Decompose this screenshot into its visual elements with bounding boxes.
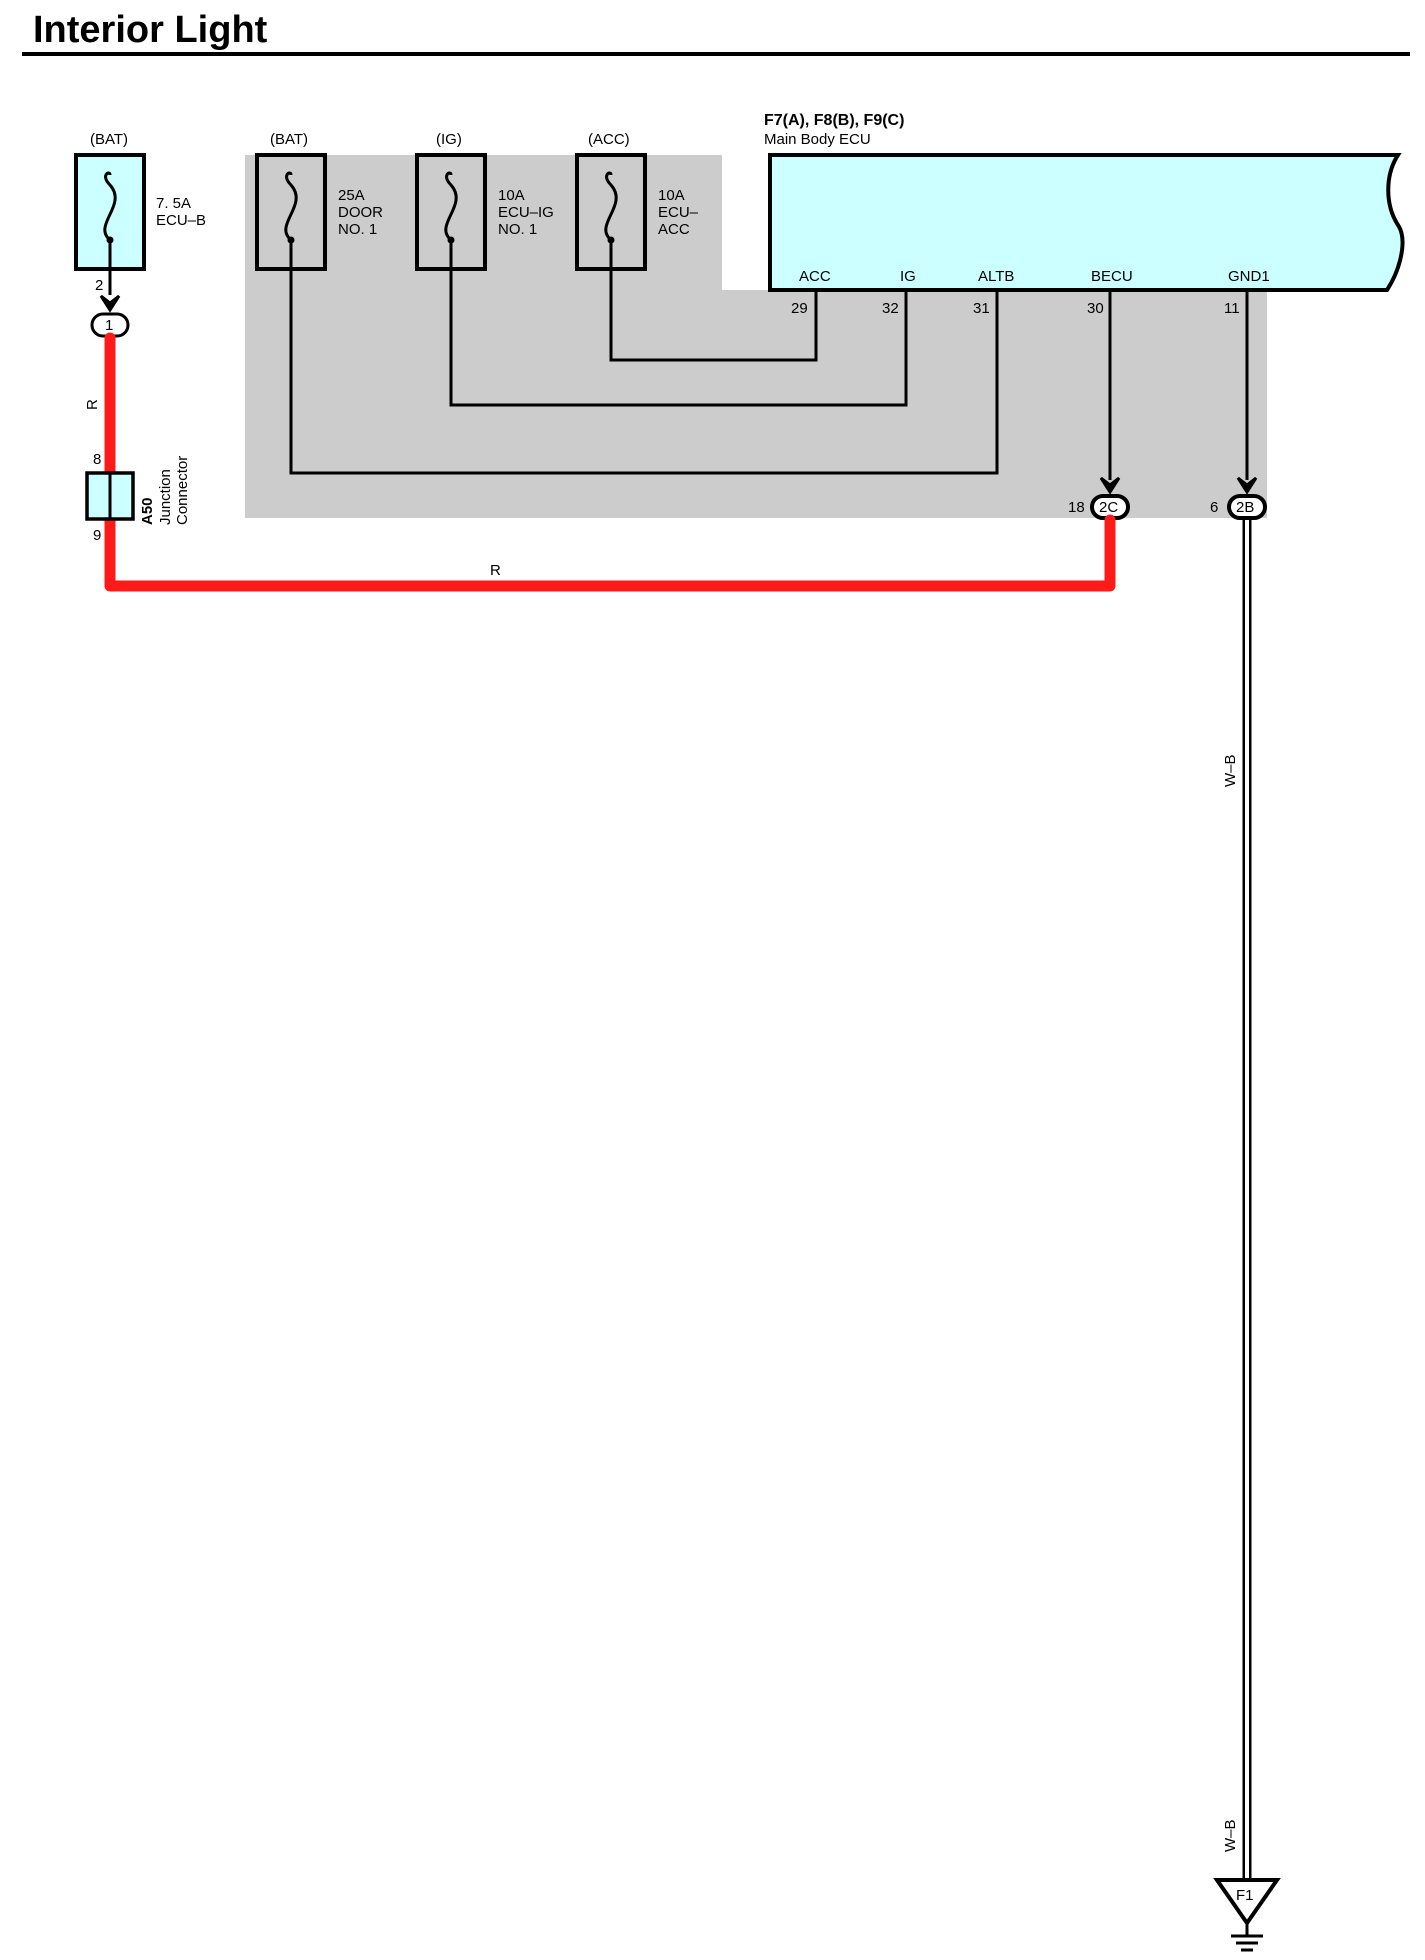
ecu-terminal-becu: BECU — [1091, 268, 1133, 285]
fuse-name: ECU–IG — [498, 204, 554, 221]
jc-pin-in: 8 — [93, 451, 101, 468]
fuse-name-2: NO. 1 — [498, 221, 537, 238]
fuse-element — [604, 171, 618, 242]
fuse-source-label: (ACC) — [588, 131, 630, 148]
connector-2c-pin: 18 — [1068, 499, 1085, 516]
ground-label: F1 — [1236, 1887, 1254, 1904]
fuse-source-label: (IG) — [436, 131, 462, 148]
ecu-terminal-altb: ALTB — [978, 268, 1014, 285]
connector-arrow — [99, 294, 121, 313]
fuse-source-label: (BAT) — [90, 131, 128, 148]
ecu-terminal-ig: IG — [900, 268, 916, 285]
ecu-terminal-gnd1: GND1 — [1228, 268, 1270, 285]
wire-color-label: R — [490, 562, 501, 579]
red-wire — [104, 332, 1116, 592]
wire-altb — [289, 240, 999, 475]
connector-2b-pin: 6 — [1210, 499, 1218, 516]
connector-2b — [1227, 494, 1267, 520]
ecu-pin: 29 — [791, 300, 808, 317]
fuse-pin: 2 — [95, 277, 103, 294]
wire-acc — [609, 240, 818, 362]
jc-pin-out: 9 — [93, 527, 101, 544]
fuse-rating: 25A — [338, 187, 365, 204]
shaded-junction-block — [245, 155, 1267, 518]
fuse-rating: 10A — [498, 187, 525, 204]
fuse-element — [284, 171, 298, 242]
fuse-name: ECU– — [658, 204, 699, 221]
connector-2b-label: 2B — [1236, 499, 1254, 516]
ecu-terminal-acc: ACC — [799, 268, 831, 285]
connector-2c-label: 2C — [1099, 499, 1118, 516]
fuse-name: DOOR — [338, 204, 383, 221]
fuse-name-2: ACC — [658, 221, 690, 238]
splice-label: 1 — [105, 317, 113, 334]
fuse-rating: 10A — [658, 187, 685, 204]
jc-label-2: Connector — [174, 456, 191, 525]
ecu-name: Main Body ECU — [764, 131, 871, 148]
fuse-name-2: NO. 1 — [338, 221, 377, 238]
wire-ig — [449, 240, 908, 407]
ecu-pin: 32 — [882, 300, 899, 317]
fuse-name: ECU–B — [156, 212, 206, 229]
ecu-pin: 11 — [1224, 300, 1240, 317]
ecu-connectors: F7(A), F8(B), F9(C) — [764, 112, 904, 129]
wire-color-label: R — [84, 399, 101, 410]
jc-id: A50 — [139, 497, 156, 525]
page-title: Interior Light — [33, 9, 268, 51]
wire-color-label: W–B — [1222, 754, 1239, 787]
fuse-source-label: (BAT) — [270, 131, 308, 148]
connector-arrow — [1099, 476, 1121, 495]
fuse-rating: 7. 5A — [156, 195, 191, 212]
wire-color-label: W–B — [1222, 1819, 1239, 1852]
fuse-element — [103, 171, 117, 242]
ecu-pin: 30 — [1087, 300, 1104, 317]
jc-label-1: Junction — [157, 469, 174, 525]
main-body-ecu — [768, 153, 1405, 292]
ground-triangle — [1213, 1878, 1281, 1927]
fuse-element — [444, 171, 458, 242]
ecu-pin: 31 — [973, 300, 990, 317]
connector-arrow — [1236, 476, 1258, 495]
